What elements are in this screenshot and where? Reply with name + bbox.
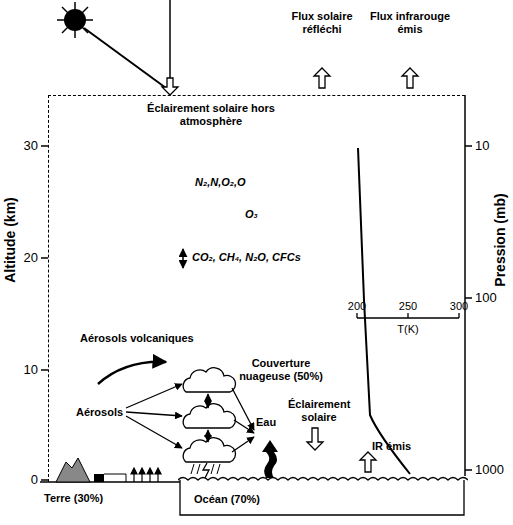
- ocean-waves: [178, 478, 468, 481]
- sun: [57, 2, 93, 38]
- cloud: [183, 404, 235, 428]
- node-text: Éclairement solaire hors atmosphère: [121, 102, 301, 128]
- flux-label: Flux infrarouge émis: [365, 10, 455, 36]
- gas-label: O₃: [245, 208, 285, 221]
- ocean-basin-outline: [180, 480, 464, 515]
- process-label: Couverture nuageuse (50%): [226, 357, 336, 383]
- water-vapour: [262, 440, 278, 478]
- solar-beam: [169, 0, 171, 78]
- axis-ticks: [41, 146, 472, 480]
- trees: [131, 468, 161, 482]
- building: [104, 474, 126, 482]
- pressure-axis: [464, 95, 466, 476]
- process-label: Eau: [256, 416, 286, 429]
- surface-ir-arrow: [360, 452, 376, 472]
- axis-title: Altitude (km): [2, 180, 18, 300]
- node-text: Océan (70%): [194, 493, 274, 506]
- axis-tick: 20: [14, 250, 38, 265]
- axis-tick: 0: [14, 472, 38, 487]
- sun-ray: [84, 28, 166, 88]
- ocean-basin: Océan (70%): [178, 474, 468, 518]
- axis-tick: 30: [14, 138, 38, 153]
- temperature-tick: 250: [393, 300, 423, 313]
- axis-tick: 1000: [475, 462, 511, 477]
- temperature-tick: 300: [444, 300, 474, 313]
- volcanic-arrow: [98, 362, 166, 384]
- process-arrows: [126, 384, 254, 452]
- axis-tick: 10: [475, 138, 511, 153]
- reflected-arrow: [314, 68, 330, 88]
- mountain: [56, 458, 90, 482]
- axis-tick: 10: [14, 362, 38, 377]
- axis-tick: 100: [475, 290, 511, 305]
- temperature-tick: 200: [342, 300, 372, 313]
- storm-cloud: [183, 438, 235, 462]
- gas-label: N₂,N,O₂,O: [195, 176, 295, 189]
- gas-label: CO₂, CH₄, N₂O, CFCs: [192, 251, 362, 264]
- building: [94, 474, 104, 482]
- temperature-axis: [357, 313, 459, 318]
- flux-label: Flux solaire réfléchi: [287, 10, 357, 36]
- process-label: Aérosols: [76, 406, 136, 419]
- surface-solar-arrow: [307, 428, 323, 450]
- mixing-arrow: [182, 249, 184, 268]
- flux-label: Éclairement solaire: [288, 398, 350, 424]
- ir-out-arrow: [402, 68, 418, 88]
- process-label: Aérosols volcaniques: [80, 332, 220, 345]
- axis-title: Pression (mb): [492, 180, 508, 300]
- temperature-unit: T(K): [388, 323, 428, 336]
- solar-arrow: [162, 78, 178, 95]
- lightning: [203, 463, 209, 478]
- surface-label: Terre (30%): [44, 492, 134, 505]
- cloud: [183, 368, 235, 392]
- flux-label: IR émis: [372, 440, 432, 453]
